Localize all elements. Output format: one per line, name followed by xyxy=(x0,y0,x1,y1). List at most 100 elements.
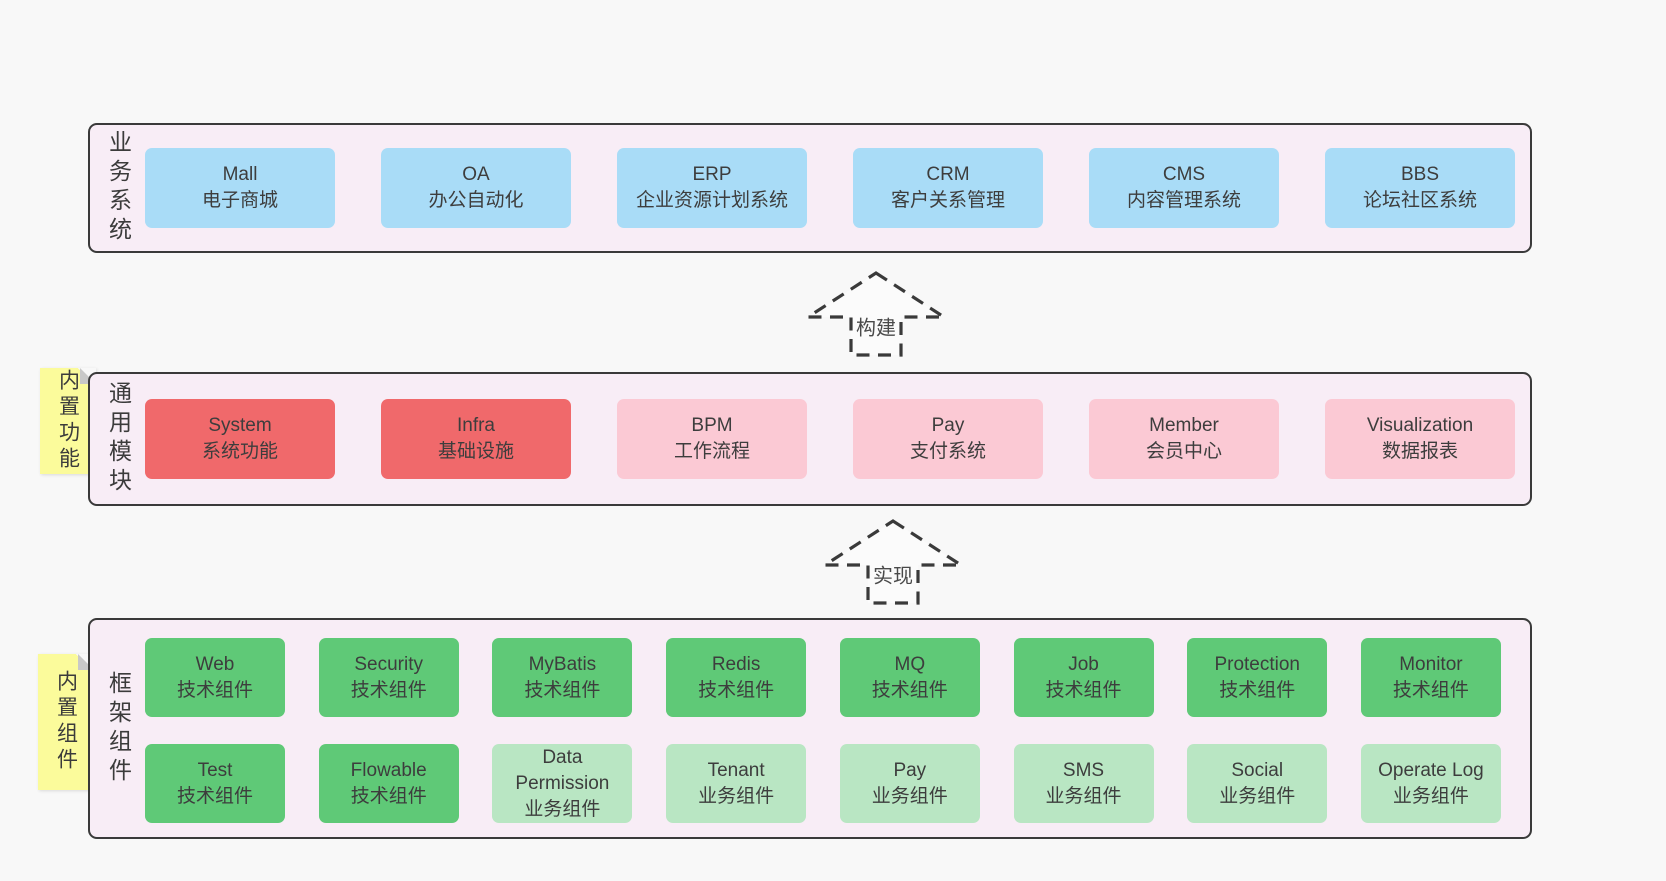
module-box-pay: Pay 支付系统 xyxy=(853,399,1043,479)
box-title: Tenant xyxy=(707,759,765,781)
common-modules-box-row: System 系统功能 Infra 基础设施 BPM 工作流程 Pay 支付系统 Member 会… xyxy=(145,374,1515,504)
box-subtitle: 业务组件 xyxy=(1392,785,1469,807)
box-subtitle: 业务组件 xyxy=(1219,785,1296,807)
module-box-pay: Pay 业务组件 xyxy=(839,744,980,823)
implement-arrow-label: 实现 xyxy=(871,559,915,589)
box-subtitle: 企业资源计划系统 xyxy=(635,190,788,211)
layer-label-framework-components: 框架组件 xyxy=(105,670,132,787)
module-box-oa: OA 办公自动化 xyxy=(381,148,571,228)
box-subtitle: 业务组件 xyxy=(1045,785,1122,807)
box-subtitle: 业务组件 xyxy=(524,798,601,820)
box-subtitle: 系统功能 xyxy=(201,441,278,462)
module-box-infra: Infra 基础设施 xyxy=(381,399,571,479)
box-subtitle: 技术组件 xyxy=(524,679,601,701)
module-box-flowable: Flowable 技术组件 xyxy=(318,744,459,823)
build-arrow: 构建 xyxy=(805,270,947,358)
box-title: MQ xyxy=(894,653,926,675)
module-box-bpm: BPM 工作流程 xyxy=(617,399,807,479)
module-box-tenant: Tenant 业务组件 xyxy=(666,744,807,823)
box-title: CMS xyxy=(1162,164,1206,185)
box-subtitle: 内容管理系统 xyxy=(1126,190,1241,211)
box-title: Web xyxy=(195,653,235,675)
sticky-note-text: 内置功能 xyxy=(56,369,80,473)
box-subtitle: 业务组件 xyxy=(698,785,775,807)
module-box-operate-log: Operate Log 业务组件 xyxy=(1360,744,1501,823)
box-title: Pay xyxy=(931,415,965,436)
box-subtitle: 技术组件 xyxy=(1045,679,1122,701)
box-subtitle: 电子商城 xyxy=(201,190,278,211)
module-box-erp: ERP 企业资源计划系统 xyxy=(617,148,807,228)
box-title: Visualization xyxy=(1366,415,1474,436)
box-title: Pay xyxy=(893,759,927,781)
module-box-sms: SMS 业务组件 xyxy=(1013,744,1154,823)
box-subtitle: 技术组件 xyxy=(871,679,948,701)
box-title: Operate Log xyxy=(1378,759,1484,781)
box-subtitle: 业务组件 xyxy=(871,785,948,807)
module-box-member: Member 会员中心 xyxy=(1089,399,1279,479)
box-title: Monitor xyxy=(1399,653,1463,675)
module-box-crm: CRM 客户关系管理 xyxy=(853,148,1043,228)
box-title: Data Permission xyxy=(515,746,610,794)
box-subtitle: 技术组件 xyxy=(350,679,427,701)
module-box-social: Social 业务组件 xyxy=(1187,744,1328,823)
box-title: System xyxy=(208,415,272,436)
box-title: BPM xyxy=(691,415,733,436)
box-title: Redis xyxy=(711,653,761,675)
module-box-monitor: Monitor 技术组件 xyxy=(1360,638,1501,717)
box-subtitle: 办公自动化 xyxy=(428,190,524,211)
box-subtitle: 工作流程 xyxy=(673,441,750,462)
sticky-note-builtin-features: 内置功能 xyxy=(40,368,96,474)
box-title: CRM xyxy=(926,164,970,185)
module-box-security: Security 技术组件 xyxy=(318,638,459,717)
build-arrow-label: 构建 xyxy=(854,311,898,341)
business-systems-box-row: Mall 电子商城 OA 办公自动化 ERP 企业资源计划系统 CRM 客户关系管理 CMS 内容… xyxy=(145,125,1515,251)
module-box-system: System 系统功能 xyxy=(145,399,335,479)
box-subtitle: 客户关系管理 xyxy=(890,190,1005,211)
box-subtitle: 会员中心 xyxy=(1145,441,1222,462)
box-subtitle: 支付系统 xyxy=(909,441,986,462)
box-title: Social xyxy=(1231,759,1284,781)
box-title: Infra xyxy=(456,415,496,436)
module-box-protection: Protection 技术组件 xyxy=(1187,638,1328,717)
box-subtitle: 数据报表 xyxy=(1381,441,1458,462)
box-title: OA xyxy=(462,164,490,185)
box-subtitle: 技术组件 xyxy=(176,679,253,701)
layer-business-systems: 业务系统 Mall 电子商城 OA 办公自动化 ERP 企业资源计划系统 CRM 客户关系管理… xyxy=(88,123,1532,253)
box-subtitle: 技术组件 xyxy=(350,785,427,807)
module-box-test: Test 技术组件 xyxy=(145,744,285,823)
box-title: BBS xyxy=(1400,164,1440,185)
box-subtitle: 技术组件 xyxy=(176,785,253,807)
layer-label-business-systems: 业务系统 xyxy=(105,130,132,246)
module-box-mq: MQ 技术组件 xyxy=(839,638,980,717)
box-subtitle: 基础设施 xyxy=(437,441,514,462)
module-box-redis: Redis 技术组件 xyxy=(666,638,807,717)
box-title: Mall xyxy=(222,164,258,185)
module-box-visualization: Visualization 数据报表 xyxy=(1325,399,1515,479)
module-box-data-permission: Data Permission 业务组件 xyxy=(492,744,633,823)
layer-common-modules: 通用模块 System 系统功能 Infra 基础设施 BPM 工作流程 Pay 支付系统 Me… xyxy=(88,372,1532,506)
module-box-bbs: BBS 论坛社区系统 xyxy=(1325,148,1515,228)
box-title: ERP xyxy=(692,164,732,185)
sticky-note-builtin-components: 内置组件 xyxy=(38,654,94,790)
implement-arrow: 实现 xyxy=(822,518,964,606)
box-title: Member xyxy=(1149,415,1219,436)
sticky-note-text: 内置组件 xyxy=(54,670,78,774)
box-title: SMS xyxy=(1062,759,1105,781)
module-box-mall: Mall 电子商城 xyxy=(145,148,335,228)
box-title: Flowable xyxy=(350,759,427,781)
box-subtitle: 技术组件 xyxy=(1219,679,1296,701)
box-title: Security xyxy=(354,653,424,675)
box-subtitle: 技术组件 xyxy=(1392,679,1469,701)
box-title: Protection xyxy=(1214,653,1300,675)
box-subtitle: 技术组件 xyxy=(698,679,775,701)
layer-label-common-modules: 通用模块 xyxy=(105,381,132,497)
box-subtitle: 论坛社区系统 xyxy=(1362,190,1477,211)
box-title: Test xyxy=(197,759,233,781)
module-box-web: Web 技术组件 xyxy=(145,638,285,717)
